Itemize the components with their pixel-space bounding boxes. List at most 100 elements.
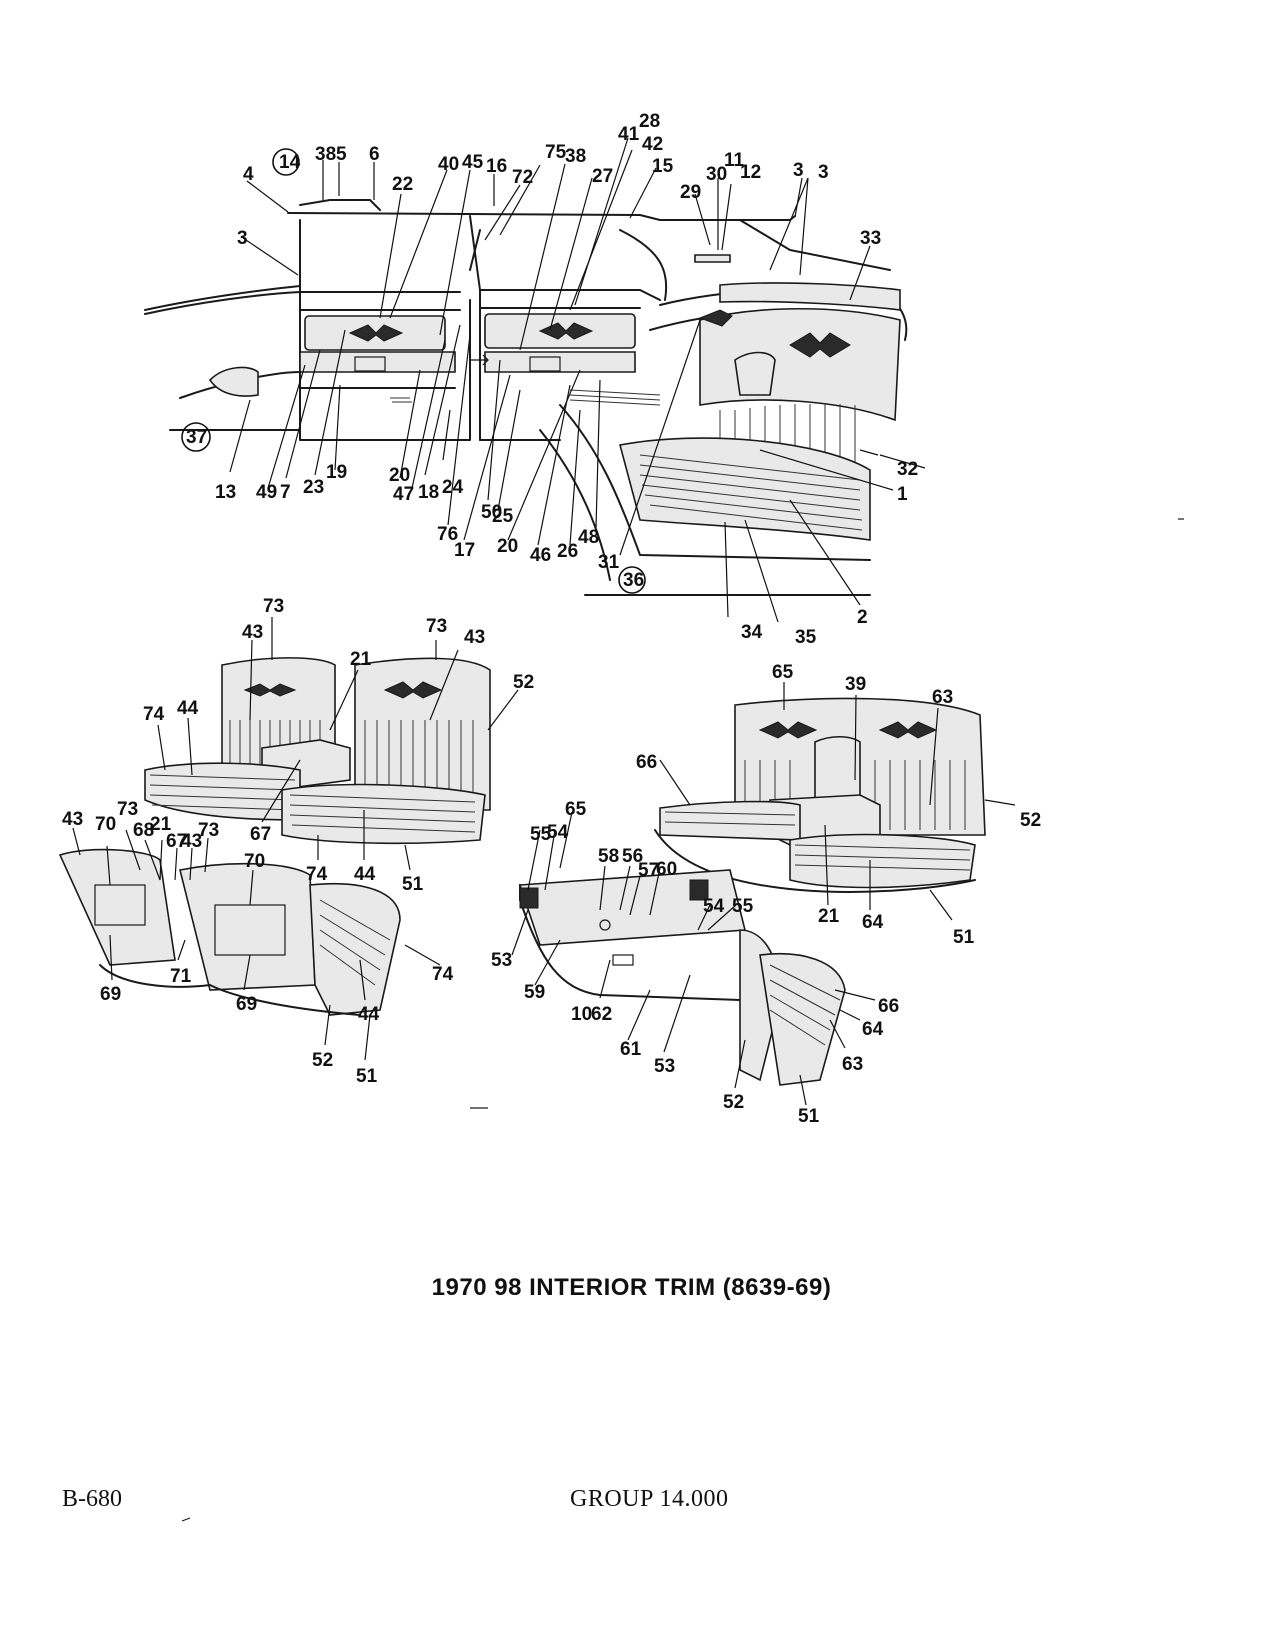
callout-label: 73	[263, 596, 284, 617]
callout-label: 54	[703, 896, 725, 917]
callout-label: 15	[652, 156, 674, 177]
callout-label: 4	[243, 164, 254, 185]
callout-label: 56	[622, 846, 643, 867]
callout-label: 29	[680, 182, 701, 203]
callout-label: 69	[236, 994, 257, 1015]
callout-label: 67	[166, 831, 187, 852]
callout-label: 49	[256, 482, 277, 503]
left-seat-callout-labels: 73 43 73 43 21 52 74 44 67 74 44 51 43 7…	[62, 596, 534, 1087]
callout-label: 43	[242, 622, 263, 643]
callout-label: 13	[215, 482, 236, 503]
callout-label: 40	[438, 154, 459, 175]
callout-circle-14	[272, 148, 300, 176]
callout-label: 62	[591, 1004, 612, 1025]
callout-label: 63	[932, 687, 953, 708]
callout-label: 43	[181, 831, 202, 852]
callout-label: 43	[62, 809, 83, 830]
callout-label: 74	[143, 704, 165, 725]
callout-label: 7	[280, 482, 291, 503]
top-callout-labels: 14 38 5 6 4 3 22 40 45 16 72 75 38 41 28…	[186, 111, 918, 648]
callout-label: 30	[706, 164, 727, 185]
callout-label: 21	[818, 906, 840, 927]
callout-label: 61	[620, 1039, 642, 1060]
callout-leaders	[72, 137, 1016, 1106]
callout-label: 36	[623, 570, 644, 591]
callout-label: 52	[723, 1092, 744, 1113]
callout-label: 54	[547, 822, 569, 843]
callout-label: 73	[117, 799, 138, 820]
callout-label: 33	[860, 228, 881, 249]
callout-label: 5	[336, 144, 347, 165]
callout-label: 64	[862, 1019, 884, 1040]
callout-label: 75	[545, 142, 567, 163]
callout-label: 51	[356, 1066, 378, 1087]
callout-label: 53	[654, 1056, 675, 1077]
callout-label: 26	[557, 541, 578, 562]
callout-label: 3	[818, 162, 829, 183]
callout-label: 18	[418, 482, 439, 503]
callout-label: 37	[186, 427, 207, 448]
callout-label: 47	[393, 484, 414, 505]
callout-label: 76	[437, 524, 458, 545]
callout-label: 24	[442, 477, 464, 498]
callout-label: 51	[953, 927, 975, 948]
callout-label: 38	[565, 146, 586, 167]
callout-label: 28	[639, 111, 660, 132]
callout-label: 20	[389, 465, 410, 486]
page-number: B-680	[62, 1486, 122, 1512]
callout-label: 67	[250, 824, 271, 845]
callout-label: 3	[793, 160, 804, 181]
callout-label: 60	[656, 859, 677, 880]
callout-label: 35	[795, 627, 817, 648]
callout-label: 39	[845, 674, 866, 695]
callout-circle-36	[618, 566, 646, 594]
callout-label: 48	[578, 527, 599, 548]
callout-label: 71	[170, 966, 192, 987]
callout-label: 41	[618, 124, 640, 145]
right-seat-callout-labels: 65 39 63 66 52 21 64 51 65 55 54 58 56 5…	[491, 662, 1041, 1127]
callout-label: 64	[862, 912, 884, 933]
callout-label: 66	[878, 996, 899, 1017]
callout-label: 66	[636, 752, 657, 773]
callout-label: 68	[133, 820, 154, 841]
page-title: 1970 98 INTERIOR TRIM (8639-69)	[431, 1274, 832, 1301]
callout-label: 73	[198, 820, 219, 841]
callout-label: 63	[842, 1054, 863, 1075]
callout-label: 42	[642, 134, 663, 155]
callout-label: 46	[530, 545, 551, 566]
callout-label: 70	[95, 814, 116, 835]
callout-label: 65	[565, 799, 587, 820]
callout-label: 55	[732, 896, 754, 917]
callout-label: 44	[354, 864, 376, 885]
callout-label: 65	[772, 662, 794, 683]
callout-label: 16	[486, 156, 507, 177]
callout-label: 14	[279, 152, 301, 173]
callout-label: 74	[306, 864, 328, 885]
callout-label: 10	[571, 1004, 592, 1025]
callout-label: 70	[244, 851, 265, 872]
callout-label: 3	[237, 228, 248, 249]
front-bench-seat-illustration	[518, 697, 986, 1086]
callout-label: 55	[530, 824, 552, 845]
callout-label: 52	[513, 672, 534, 693]
callout-label: 57	[638, 860, 659, 881]
callout-label: 69	[100, 984, 121, 1005]
callout-label: 52	[312, 1050, 333, 1071]
callout-label: 1	[897, 484, 908, 505]
callout-label: 74	[432, 964, 454, 985]
group-number: GROUP 14.000	[570, 1486, 729, 1512]
callout-label: 23	[303, 477, 324, 498]
callout-label: 32	[897, 459, 918, 480]
callout-label: 20	[497, 536, 518, 557]
callout-label: 45	[462, 152, 484, 173]
callout-circle-37	[181, 422, 211, 452]
callout-label: 6	[369, 144, 380, 165]
callout-label: 44	[177, 698, 199, 719]
callout-label: 2	[857, 607, 868, 628]
callout-label: 19	[326, 462, 347, 483]
callout-label: 22	[392, 174, 413, 195]
callout-label: 53	[491, 950, 512, 971]
top-interior-illustration	[144, 199, 908, 596]
callout-label: 11	[724, 150, 745, 171]
